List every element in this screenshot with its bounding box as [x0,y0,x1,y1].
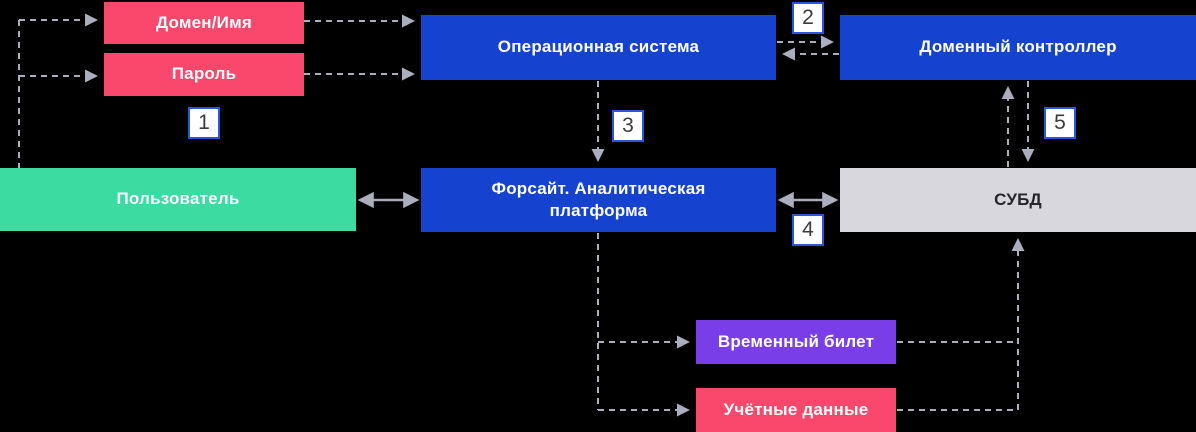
node-operating-system-label: Операционная система [497,37,700,57]
node-credentials: Учётные данные [696,388,896,432]
node-operating-system: Операционная система [421,15,776,80]
node-credentials-label: Учётные данные [723,399,869,419]
node-dbms: СУБД [840,168,1196,232]
node-password: Пароль [104,53,304,96]
node-domain-name: Домен/Имя [104,2,304,44]
step-badge-4: 4 [792,214,824,246]
node-temp-ticket-label: Временный билет [717,331,875,351]
step-badge-2: 2 [792,2,824,34]
node-domain-name-label: Домен/Имя [155,12,252,32]
step-badge-1: 1 [188,107,220,139]
step-badge-3: 3 [612,110,644,142]
node-password-label: Пароль [171,64,237,84]
node-domain-controller: Доменный контроллер [840,15,1196,80]
node-dbms-label: СУБД [994,189,1042,209]
node-user-label: Пользователь [116,189,240,209]
node-domain-controller-label: Доменный контроллер [919,37,1117,57]
step-badge-5: 5 [1044,107,1076,139]
node-analytics-platform-label: Форсайт. Аналитическая платформа [491,178,706,220]
node-user: Пользователь [0,168,356,231]
node-temp-ticket: Временный билет [696,320,896,364]
node-analytics-platform: Форсайт. Аналитическая платформа [421,168,776,232]
